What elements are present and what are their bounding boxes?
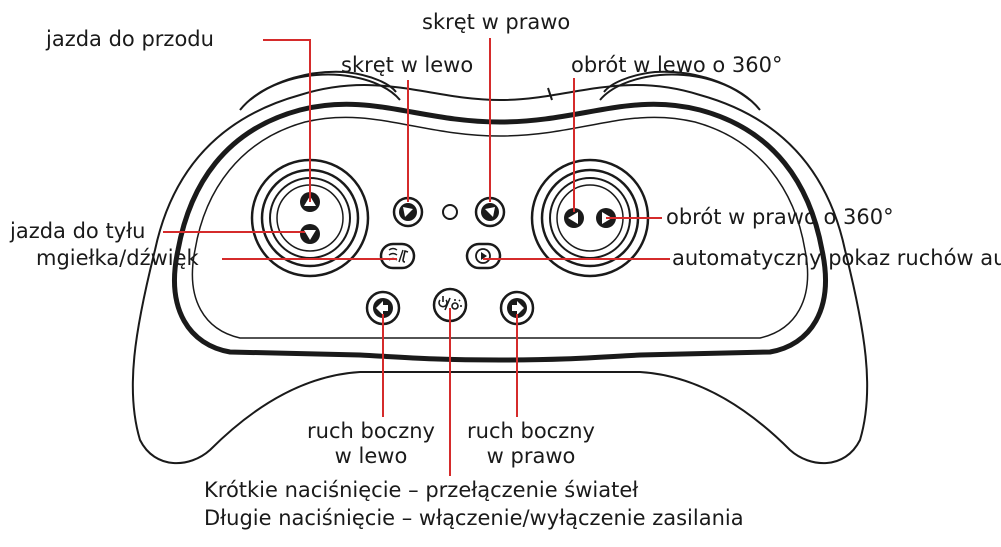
label-auto-demo: automatyczny pokaz ruchów auta <box>672 246 1001 271</box>
label-rotate-right: obrót w prawo o 360° <box>666 205 894 230</box>
label-side-right-line1: ruch boczny <box>456 419 606 444</box>
label-long-press: Długie naciśnięcie – włączenie/wyłączeni… <box>204 506 744 531</box>
turn-right-button[interactable] <box>476 198 504 226</box>
turn-left-button[interactable] <box>394 198 422 226</box>
label-mist-sound: mgiełka/dźwięk <box>36 246 199 271</box>
label-turn-left: skręt w lewo <box>341 53 473 78</box>
auto-demo-button[interactable] <box>467 244 500 268</box>
label-turn-right: skręt w prawo <box>422 10 570 35</box>
label-rotate-left: obrót w lewo o 360° <box>571 53 783 78</box>
label-side-left-line1: ruch boczny <box>296 419 446 444</box>
led-icon <box>443 205 457 219</box>
label-side-right: ruch boczny w prawo <box>456 419 606 469</box>
label-forward: jazda do przodu <box>46 27 214 52</box>
label-backward: jazda do tyłu <box>10 219 145 244</box>
mist-sound-button[interactable] <box>381 244 414 268</box>
label-side-right-line2: w prawo <box>456 444 606 469</box>
label-side-left-line2: w lewo <box>296 444 446 469</box>
label-short-press: Krótkie naciśnięcie – przełączenie świat… <box>204 478 638 503</box>
label-side-left: ruch boczny w lewo <box>296 419 446 469</box>
